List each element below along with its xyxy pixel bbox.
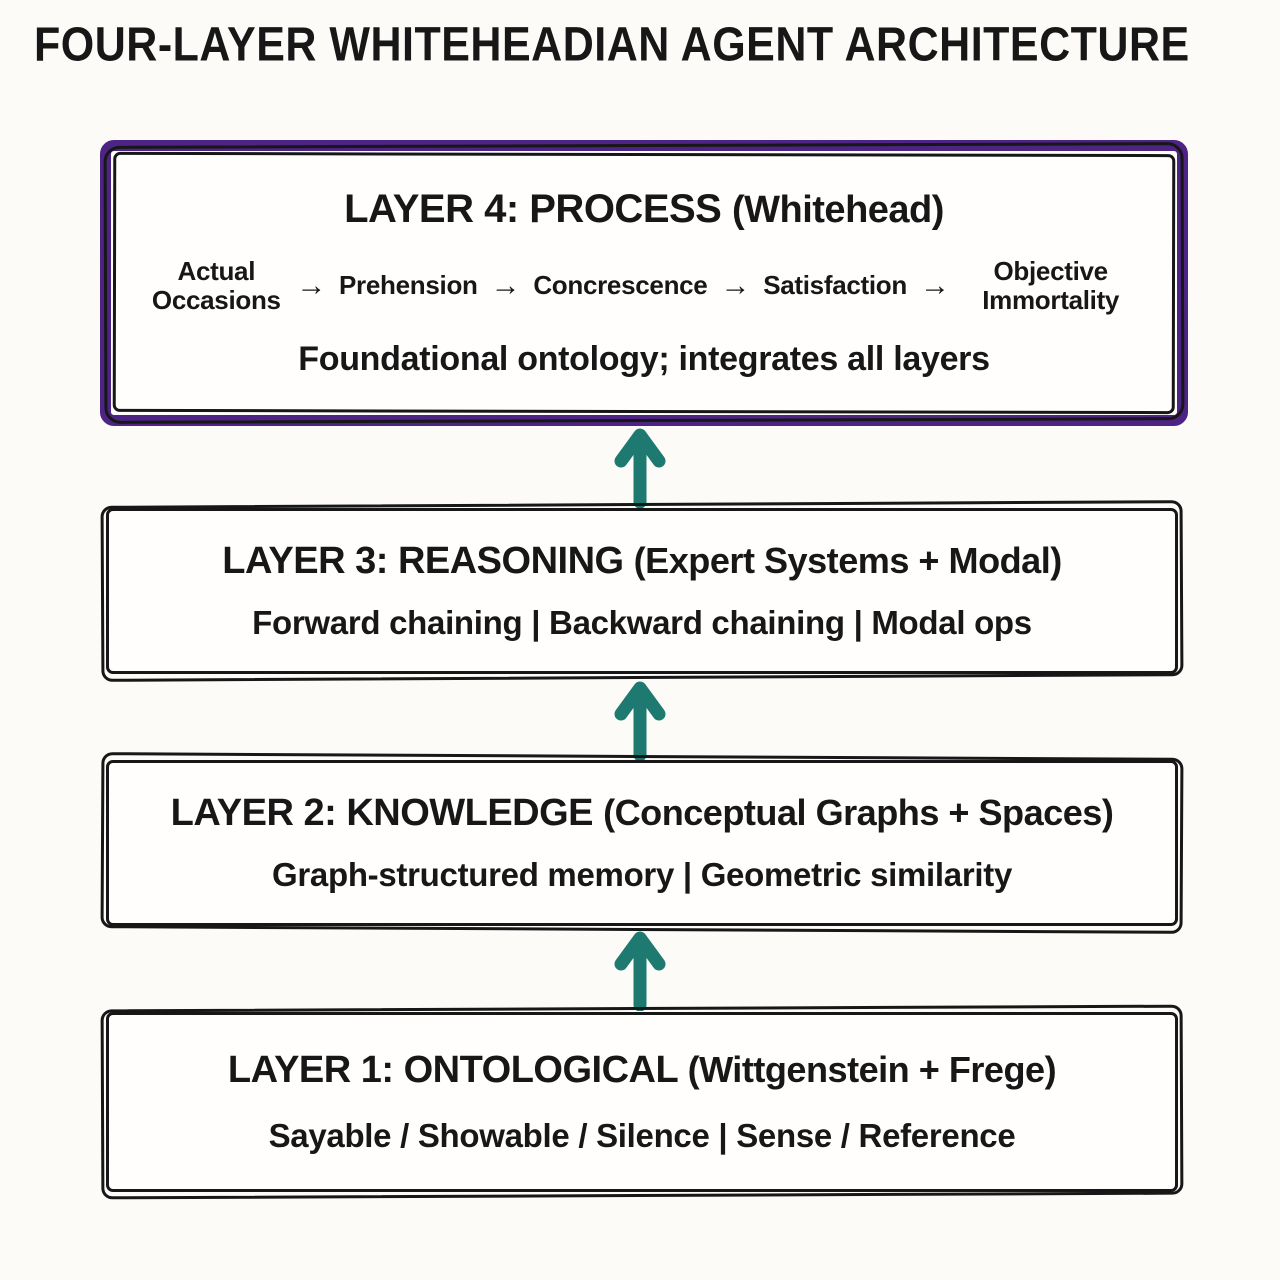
right-arrow-icon: → — [919, 269, 950, 303]
layer-2-detail: Graph-structured memory | Geometric simi… — [272, 856, 1012, 893]
layer-1-heading: LAYER 1: ONTOLOGICAL (Wittgenstein + Fre… — [227, 1048, 1057, 1092]
layer-2-heading-paren: (Conceptual Graphs + Spaces) — [603, 792, 1114, 833]
flow-step-prehension: Prehension — [339, 270, 478, 301]
layer-2-heading-main: LAYER 2: KNOWLEDGE — [170, 792, 594, 834]
right-arrow-icon: → — [296, 269, 327, 303]
layer-3-heading: LAYER 3: REASONING (Expert Systems + Mod… — [222, 540, 1062, 583]
right-arrow-icon: → — [720, 269, 751, 303]
layer-1-heading-paren: (Wittgenstein + Frege) — [687, 1048, 1057, 1090]
up-arrow-icon — [608, 677, 672, 761]
layer-4-heading-paren: (Whitehead) — [731, 189, 944, 232]
layer-2-box: LAYER 2: KNOWLEDGE (Conceptual Graphs + … — [106, 760, 1178, 926]
flow-step-satisfaction: Satisfaction — [763, 270, 907, 301]
layer-4-box: LAYER 4: PROCESS (Whitehead) Actual Occa… — [100, 140, 1188, 426]
flow-step-objective-immortality: Objective Immortality — [982, 255, 1120, 315]
layer-1-detail: Sayable / Showable / Silence | Sense / R… — [268, 1117, 1016, 1155]
layer-4-note: Foundational ontology; integrates all la… — [298, 339, 990, 378]
flow-step-concrescence: Concrescence — [533, 270, 708, 301]
up-arrow-icon — [608, 424, 672, 508]
layer-3-box: LAYER 3: REASONING (Expert Systems + Mod… — [106, 508, 1178, 674]
flow-step-actual-occasions: Actual Occasions — [151, 255, 281, 315]
layer-4-heading: LAYER 4: PROCESS (Whitehead) — [344, 187, 944, 232]
layer-1-heading-main: LAYER 1: ONTOLOGICAL — [227, 1048, 678, 1091]
up-arrow-icon — [608, 927, 672, 1011]
process-flow: Actual Occasions → Prehension → Concresc… — [149, 255, 1138, 315]
right-arrow-icon: → — [490, 269, 521, 303]
layer-2-heading: LAYER 2: KNOWLEDGE (Conceptual Graphs + … — [171, 792, 1114, 835]
layer-1-box: LAYER 1: ONTOLOGICAL (Wittgenstein + Fre… — [106, 1012, 1178, 1192]
layer-4-heading-main: LAYER 4: PROCESS — [344, 187, 722, 232]
layer-3-detail: Forward chaining | Backward chaining | M… — [252, 604, 1032, 641]
page-title: FOUR-LAYER WHITEHEADIAN AGENT ARCHITECTU… — [34, 18, 1190, 72]
layer-3-heading-paren: (Expert Systems + Modal) — [633, 540, 1063, 581]
layer-3-heading-main: LAYER 3: REASONING — [222, 540, 624, 582]
